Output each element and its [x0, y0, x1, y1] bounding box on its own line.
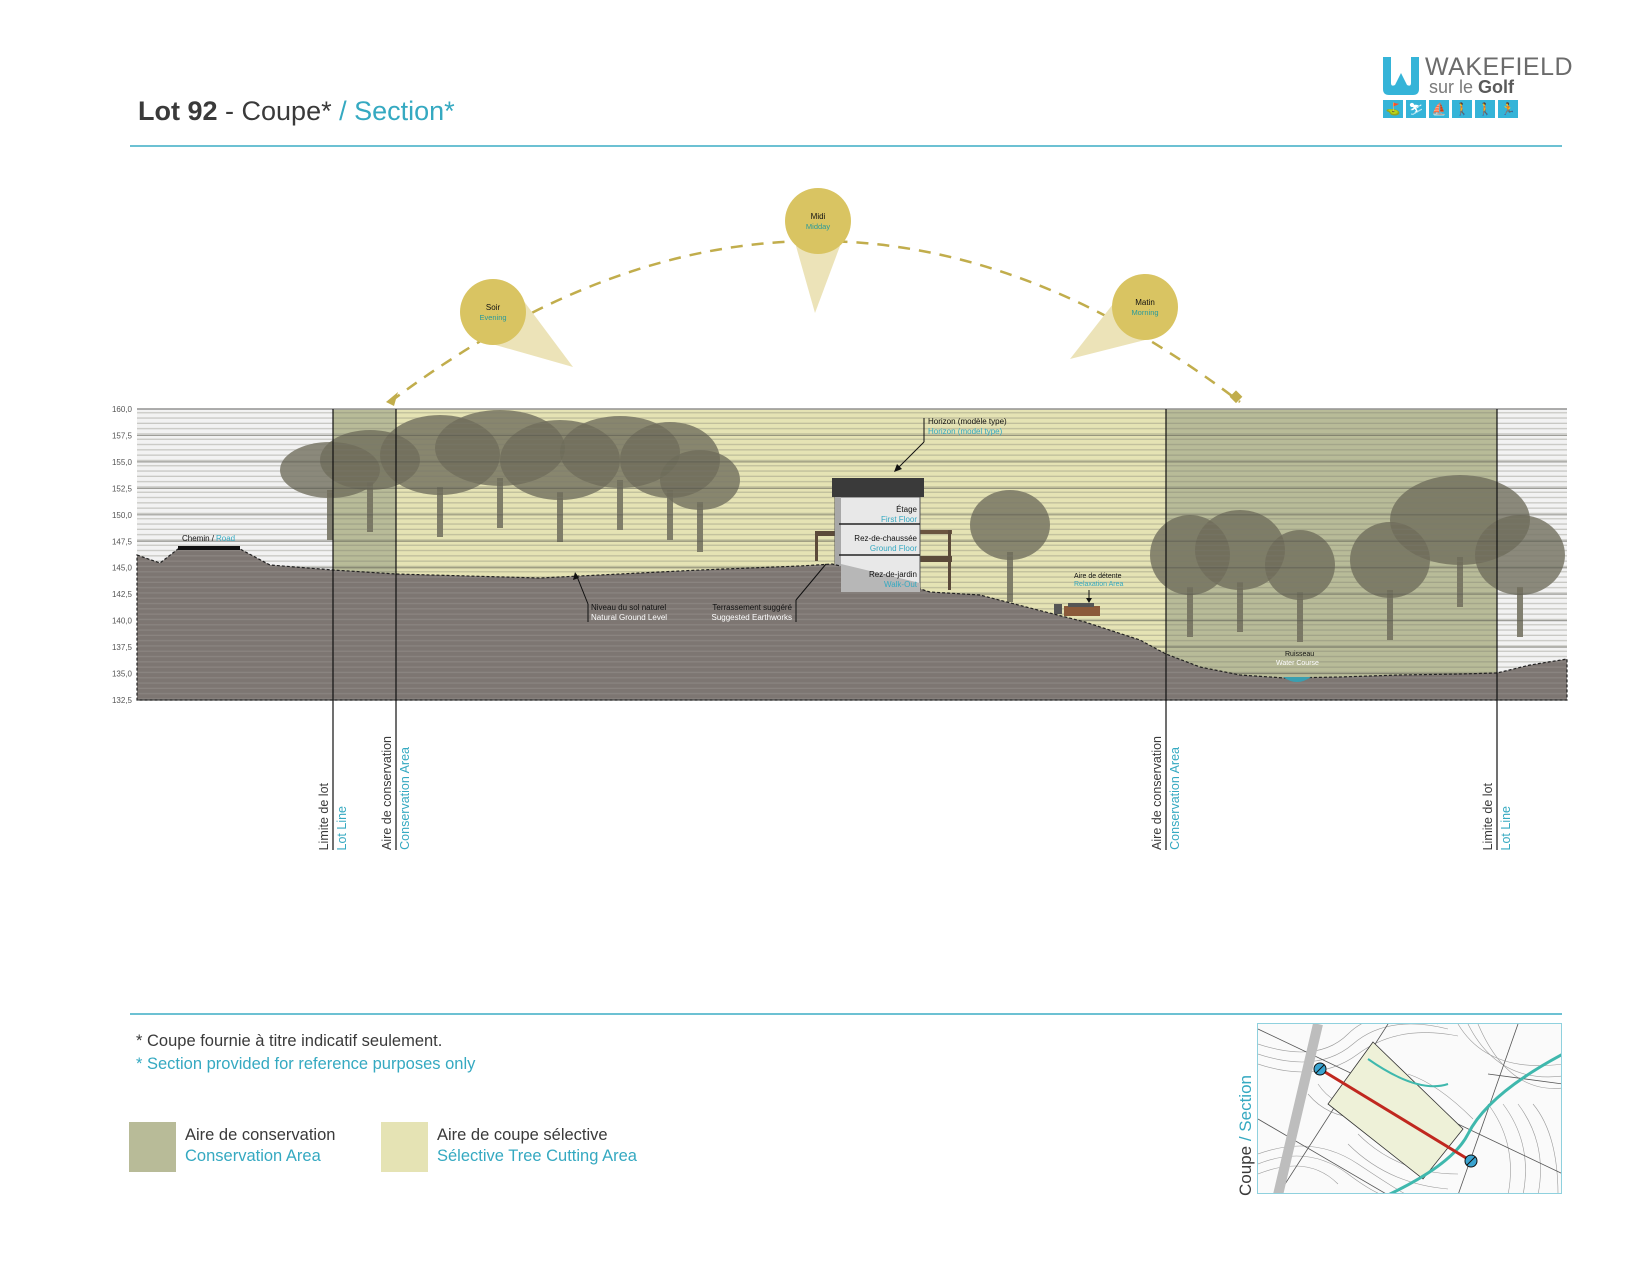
boundary-label: Limite de lotLot Line: [1481, 730, 1495, 850]
boundary-label-en: Conservation Area: [1168, 747, 1182, 850]
deck-right-upper: [920, 530, 952, 534]
road-surface: [178, 546, 240, 550]
legend-swatch-selective: [381, 1122, 428, 1172]
y-axis-label: 135,0: [112, 670, 133, 679]
sun-morning-icon: [1112, 274, 1178, 340]
legend-selective-en: Sélective Tree Cutting Area: [437, 1146, 637, 1167]
horizon-label-en: Horizon (model type): [928, 427, 1003, 436]
y-axis-label: 145,0: [112, 564, 133, 573]
footnote-fr: * Coupe fournie à titre indicatif seulem…: [136, 1032, 442, 1051]
natural-ground-en: Natural Ground Level: [591, 613, 667, 622]
y-axis-label: 137,5: [112, 643, 133, 652]
earthworks-fr: Terrassement suggéré: [712, 603, 792, 612]
legend-conservation-en: Conservation Area: [185, 1146, 335, 1167]
relaxation-fr: Aire de détente: [1074, 573, 1122, 580]
sun-label-fr: Matin: [1135, 298, 1155, 307]
minimap-label-en: / Section: [1236, 1075, 1255, 1146]
deck-right-lower: [920, 556, 952, 562]
horizon-label-fr: Horizon (modèle type): [928, 417, 1007, 426]
deck-left-post: [815, 531, 818, 561]
boundary-label-fr: Limite de lot: [317, 783, 331, 850]
sun-label-en: Evening: [479, 313, 506, 322]
boundary-label-en: Lot Line: [335, 806, 349, 850]
y-axis-label: 140,0: [112, 617, 133, 626]
sun-path-arrow-left: [386, 392, 398, 406]
earthworks-en: Suggested Earthworks: [712, 613, 793, 622]
sun-midday-icon: [785, 188, 851, 254]
boundary-label: Aire de conservationConservation Area: [1150, 730, 1164, 850]
section-drawing: SoirEveningMidiMiddayMatinMorning 160,01…: [0, 0, 1650, 900]
minimap-drawing: [1258, 1024, 1562, 1194]
boundary-label-en: Conservation Area: [398, 747, 412, 850]
minimap-label-fr: Coupe: [1236, 1146, 1255, 1196]
y-axis-label: 155,0: [112, 458, 133, 467]
road-label-fr: Chemin /: [182, 534, 215, 543]
site-plan-minimap: [1257, 1023, 1562, 1194]
y-axis-label: 147,5: [112, 537, 133, 546]
boundary-label-en: Lot Line: [1499, 806, 1513, 850]
water-course-fr: Ruisseau: [1285, 651, 1314, 658]
footer-divider: [130, 1013, 1562, 1015]
y-axis-label: 142,5: [112, 590, 133, 599]
legend-label-conservation: Aire de conservation Conservation Area: [185, 1125, 335, 1167]
minimap-label: Coupe / Section: [1236, 1075, 1256, 1196]
legend-swatch-conservation: [129, 1122, 176, 1172]
walkout-fr: Rez-de-jardin: [869, 570, 917, 579]
footnote-en: * Section provided for reference purpose…: [136, 1055, 475, 1074]
sun-label-en: Morning: [1131, 308, 1158, 317]
sun-label-fr: Soir: [486, 303, 501, 312]
boundary-label: Aire de conservationConservation Area: [380, 730, 394, 850]
natural-ground-fr: Niveau du sol naturel: [591, 603, 666, 612]
first-floor-en: First Floor: [881, 515, 917, 524]
legend-selective-fr: Aire de coupe sélective: [437, 1125, 637, 1146]
suns: SoirEvening MidiMiddayMatinMorning: [460, 188, 1178, 367]
boundary-label-fr: Limite de lot: [1481, 783, 1495, 850]
road-label-en: Road: [216, 534, 235, 543]
y-axis-label: 157,5: [112, 431, 133, 440]
boundary-label-fr: Aire de conservation: [1150, 736, 1164, 850]
first-floor-fr: Étage: [896, 505, 917, 514]
y-axis-label: 152,5: [112, 484, 133, 493]
boundary-label: Limite de lotLot Line: [317, 730, 331, 850]
deck-right-post: [948, 530, 951, 590]
ground-floor-en: Ground Floor: [870, 544, 917, 553]
sun-label-fr: Midi: [811, 212, 826, 221]
legend-label-selective: Aire de coupe sélective Sélective Tree C…: [437, 1125, 637, 1167]
sun-evening-icon: [460, 279, 526, 345]
y-axis-label: 150,0: [112, 511, 133, 520]
y-axis-label: 132,5: [112, 696, 133, 705]
relaxation-en: Relaxation Area: [1074, 581, 1124, 588]
relaxation-deck: [1064, 606, 1100, 616]
house-roof: [832, 478, 924, 497]
water-course-en: Water Course: [1276, 660, 1319, 667]
boundary-label-fr: Aire de conservation: [380, 736, 394, 850]
sun-label-en: Midday: [806, 222, 830, 231]
sun-beam-midday: [796, 246, 840, 313]
walkout-en: Walk-Out: [884, 580, 918, 589]
legend-conservation-fr: Aire de conservation: [185, 1125, 335, 1146]
y-axis-label: 160,0: [112, 405, 133, 414]
ground-floor-fr: Rez-de-chaussée: [854, 534, 917, 543]
relaxation-bench: [1054, 604, 1062, 614]
relaxation-hot-tub: [1068, 603, 1094, 607]
y-axis-labels: 160,0 157,5 155,0 152,5 150,0 147,5 145,0 142,5…: [112, 405, 133, 705]
